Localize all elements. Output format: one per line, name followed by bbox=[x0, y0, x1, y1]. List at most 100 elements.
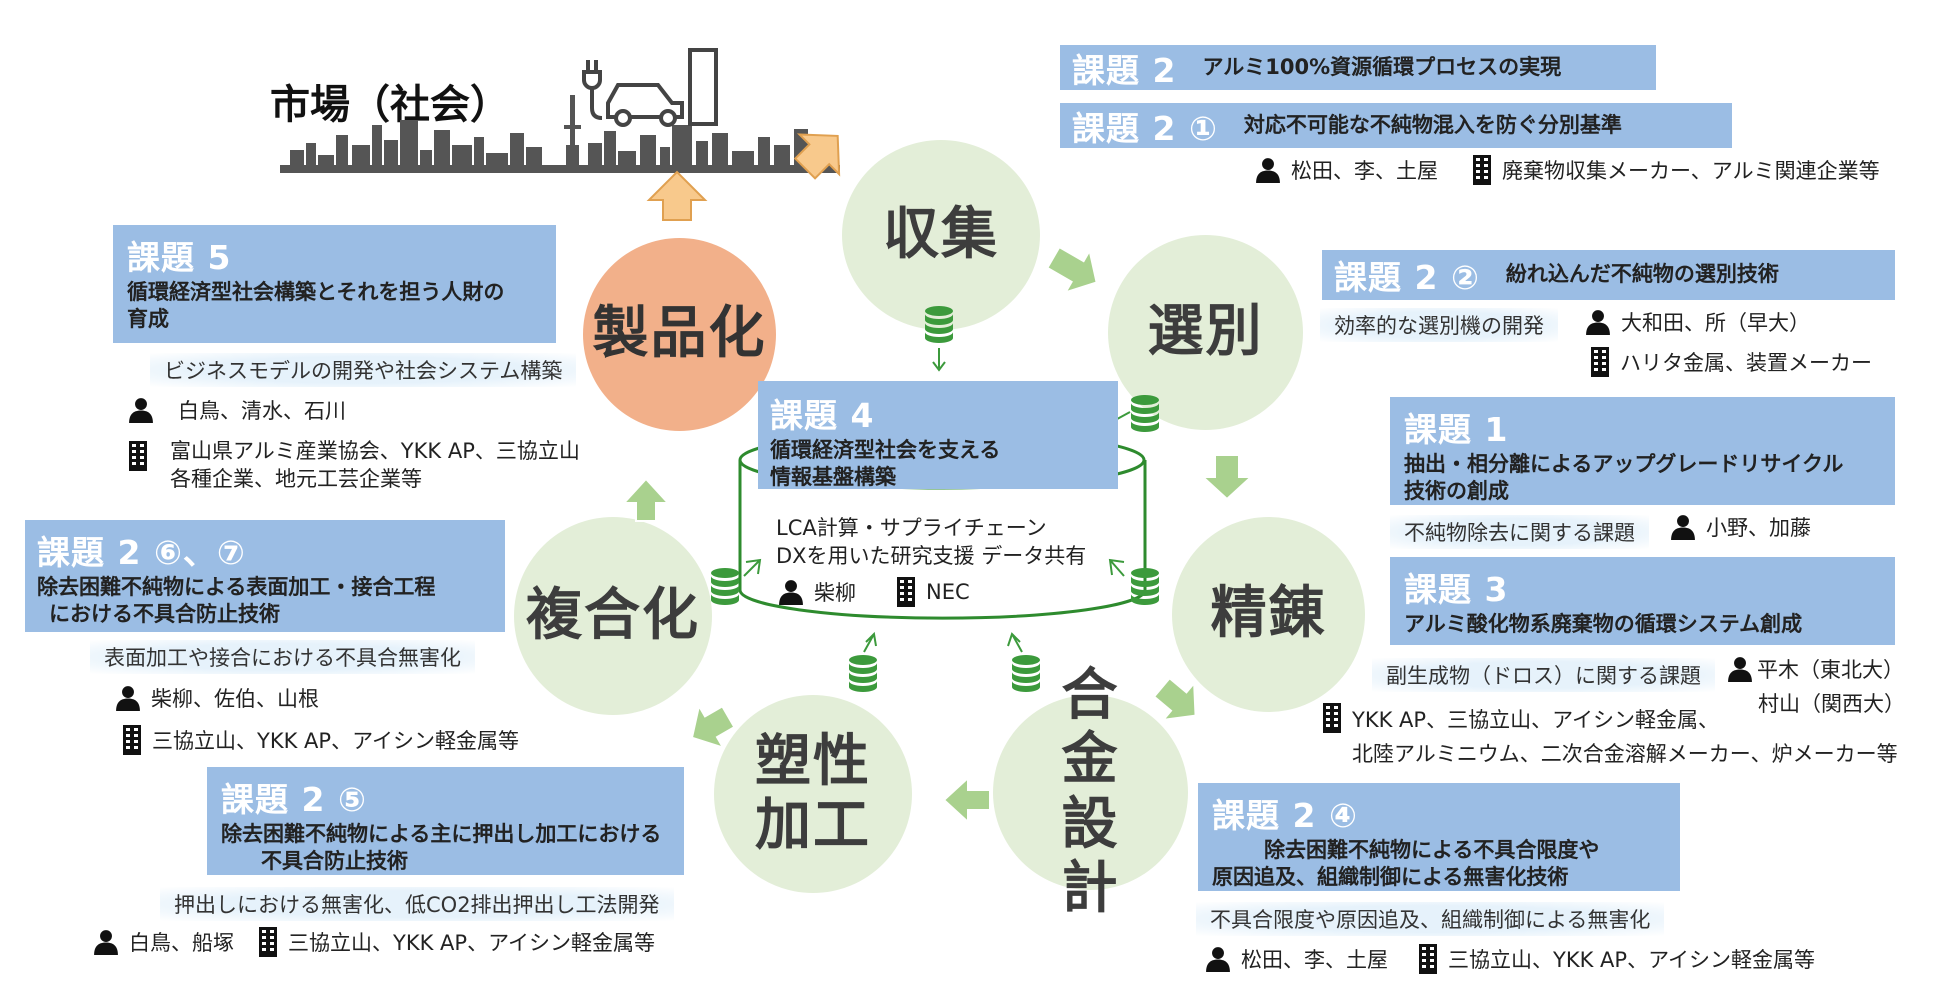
task5-people: 白鳥、清水、石川 bbox=[178, 399, 346, 423]
task5-box: 課題 5 循環経済型社会構築とそれを担う人財の 育成 bbox=[113, 225, 556, 343]
task2-box: 課題 2 アルミ100%資源循環プロセスの実現 bbox=[1060, 45, 1656, 90]
stage-plastic: 塑性加工 bbox=[714, 695, 912, 893]
person-icon bbox=[129, 398, 153, 423]
task2-2-box: 課題 2 ② 紛れ込んだ不純物の選別技術 bbox=[1322, 250, 1895, 300]
task2-67-people: 柴柳、佐伯、山根 bbox=[151, 687, 319, 711]
task2-2-desc: 紛れ込んだ不純物の選別技術 bbox=[1505, 262, 1779, 287]
task3-orgs-row: YKK AP、三協立山、アイシン軽金属、 北陸アルミニウム、二次合金溶解メーカー… bbox=[1322, 703, 1898, 771]
task2-2-people: 大和田、所（早大） bbox=[1621, 311, 1810, 335]
task2-1-orgs: 廃棄物収集メーカー、アルミ関連企業等 bbox=[1502, 159, 1880, 183]
task2-4-orgs: 三協立山、YKK AP、アイシン軽金属等 bbox=[1448, 948, 1816, 972]
task3-orgs1: YKK AP、三協立山、アイシン軽金属、 bbox=[1352, 708, 1720, 732]
task2-4-label: 課題 2 ④ bbox=[1212, 796, 1358, 835]
task2-2-label: 課題 2 ② bbox=[1334, 258, 1480, 297]
task4-sub1: LCA計算・サプライチェーン bbox=[776, 516, 1047, 540]
task5-sub: ビジネスモデルの開発や社会システム構築 bbox=[150, 353, 577, 387]
task2-67-label: 課題 2 ⑥、⑦ bbox=[37, 533, 246, 572]
task2-67-desc1: 除去困難不純物による表面加工・接合工程 bbox=[37, 575, 436, 599]
task2-4-sub: 不具合限度や原因追及、組織制御による無害化 bbox=[1196, 902, 1665, 936]
task2-1-people: 松田、李、土屋 bbox=[1291, 159, 1438, 183]
task3-label: 課題 3 bbox=[1404, 570, 1509, 609]
task2-5-orgs: 三協立山、YKK AP、アイシン軽金属等 bbox=[288, 931, 656, 955]
building-icon bbox=[1419, 944, 1437, 974]
task2-4-desc2: 原因追及、組織制御による無害化技術 bbox=[1212, 865, 1569, 890]
task2-5-box: 課題 2 ⑤ 除去困難不純物による主に押出し加工における 不具合防止技術 bbox=[207, 767, 684, 875]
stage-collection: 収集 bbox=[842, 140, 1040, 330]
task1-desc1: 抽出・相分離によるアップグレードリサイクル bbox=[1404, 452, 1844, 476]
building-icon bbox=[123, 725, 141, 755]
task4-desc2: 情報基盤構築 bbox=[770, 465, 896, 490]
task2-label: 課題 2 bbox=[1072, 50, 1177, 90]
city-skyline-icon bbox=[280, 95, 840, 173]
task5-desc1: 循環経済型社会構築とそれを担う人財の bbox=[127, 280, 505, 304]
task2-5-desc1: 除去困難不純物による主に押出し加工における bbox=[221, 822, 662, 846]
task4-orgs: NEC bbox=[926, 580, 970, 604]
database-icon bbox=[925, 306, 953, 372]
building-icon bbox=[897, 577, 915, 607]
task2-5-people: 白鳥、船塚 bbox=[129, 931, 234, 955]
task2-5-sub: 押出しにおける無害化、低CO2排出押出し工法開発 bbox=[160, 887, 674, 921]
task1-people-row: 小野、加藤 bbox=[1670, 512, 1811, 542]
task4-label: 課題 4 bbox=[770, 396, 875, 435]
task2-4-box: 課題 2 ④ 除去困難不純物による不具合限度や 原因追及、組織制御による無害化技… bbox=[1198, 783, 1680, 891]
person-icon bbox=[94, 930, 118, 955]
task2-4-people-row: 松田、李、土屋 三協立山、YKK AP、アイシン軽金属等 bbox=[1205, 944, 1815, 974]
building-icon bbox=[1591, 347, 1609, 377]
task2-67-sub: 表面加工や接合における不具合無害化 bbox=[90, 640, 475, 674]
task4-sub2: DXを用いた研究支援 データ共有 bbox=[776, 544, 1087, 568]
task2-2-sub: 効率的な選別機の開発 bbox=[1320, 308, 1558, 342]
task2-67-desc2: における不具合防止技術 bbox=[49, 602, 280, 627]
task2-2-people-row: 大和田、所（早大） bbox=[1585, 307, 1810, 337]
task2-1-label: 課題 2 ① bbox=[1072, 108, 1218, 148]
task4-desc1: 循環経済型社会を支える bbox=[770, 438, 1001, 462]
stage-product: 製品化 bbox=[583, 238, 776, 431]
task2-1-desc: 対応不可能な不純物混入を防ぐ分別基準 bbox=[1243, 112, 1622, 137]
person-icon bbox=[1586, 310, 1610, 335]
task3-people2: 村山（関西大） bbox=[1758, 692, 1905, 716]
task2-5-label: 課題 2 ⑤ bbox=[221, 780, 367, 819]
task5-orgs-row: 富山県アルミ産業協会、YKK AP、三協立山 各種企業、地元工芸企業等 bbox=[128, 437, 580, 493]
person-icon bbox=[116, 686, 140, 711]
task2-5-desc2: 不具合防止技術 bbox=[261, 849, 408, 874]
building-icon bbox=[1473, 155, 1491, 185]
task2-67-box: 課題 2 ⑥、⑦ 除去困難不純物による表面加工・接合工程 における不具合防止技術 bbox=[25, 520, 505, 632]
task5-desc2: 育成 bbox=[127, 307, 169, 332]
task2-67-people-row: 柴柳、佐伯、山根 bbox=[115, 683, 319, 713]
person-icon bbox=[779, 580, 803, 605]
task4-people-row: 柴柳 NEC bbox=[778, 577, 970, 607]
task1-box: 課題 1 抽出・相分離によるアップグレードリサイクル 技術の創成 bbox=[1390, 397, 1895, 505]
task5-orgs1: 富山県アルミ産業協会、YKK AP、三協立山 bbox=[170, 439, 580, 463]
task2-67-orgs: 三協立山、YKK AP、アイシン軽金属等 bbox=[152, 729, 520, 753]
task3-people1: 平木（東北大） bbox=[1757, 658, 1904, 682]
task4-people: 柴柳 bbox=[814, 581, 856, 605]
stage-composite: 複合化 bbox=[514, 517, 712, 715]
building-icon bbox=[129, 441, 147, 471]
task2-4-people: 松田、李、土屋 bbox=[1241, 948, 1388, 972]
person-icon bbox=[1256, 158, 1280, 183]
task2-desc: アルミ100%資源循環プロセスの実現 bbox=[1202, 54, 1562, 79]
task2-1-box: 課題 2 ① 対応不可能な不純物混入を防ぐ分別基準 bbox=[1060, 103, 1732, 148]
building-icon bbox=[259, 927, 277, 957]
task2-1-people-row: 松田、李、土屋 廃棄物収集メーカー、アルミ関連企業等 bbox=[1255, 155, 1880, 185]
car-charging-icon bbox=[582, 48, 718, 127]
task1-sub: 不純物除去に関する課題 bbox=[1390, 515, 1649, 549]
person-icon bbox=[1671, 515, 1695, 540]
task5-people-row: 白鳥、清水、石川 bbox=[128, 395, 346, 425]
task5-label: 課題 5 bbox=[127, 238, 232, 277]
stage-alloy: 合金設計 bbox=[993, 663, 1188, 921]
task2-4-desc1: 除去困難不純物による不具合限度や bbox=[1264, 838, 1600, 862]
market-title: 市場（社会） bbox=[270, 82, 510, 128]
person-icon bbox=[1206, 947, 1230, 972]
task1-people: 小野、加藤 bbox=[1706, 516, 1811, 540]
stage-refining: 精錬 bbox=[1172, 517, 1365, 712]
task3-people-row: 平木（東北大） bbox=[1727, 654, 1904, 684]
task2-67-orgs-row: 三協立山、YKK AP、アイシン軽金属等 bbox=[122, 725, 519, 755]
task1-label: 課題 1 bbox=[1404, 410, 1509, 449]
building-icon bbox=[1323, 703, 1341, 733]
task3-box: 課題 3 アルミ酸化物系廃棄物の循環システム創成 bbox=[1390, 557, 1895, 645]
task2-2-orgs-row: ハリタ金属、装置メーカー bbox=[1590, 347, 1872, 377]
task2-2-orgs: ハリタ金属、装置メーカー bbox=[1620, 351, 1872, 375]
task5-orgs2: 各種企業、地元工芸企業等 bbox=[170, 467, 422, 491]
task3-sub: 副生成物（ドロス）に関する課題 bbox=[1372, 658, 1715, 692]
